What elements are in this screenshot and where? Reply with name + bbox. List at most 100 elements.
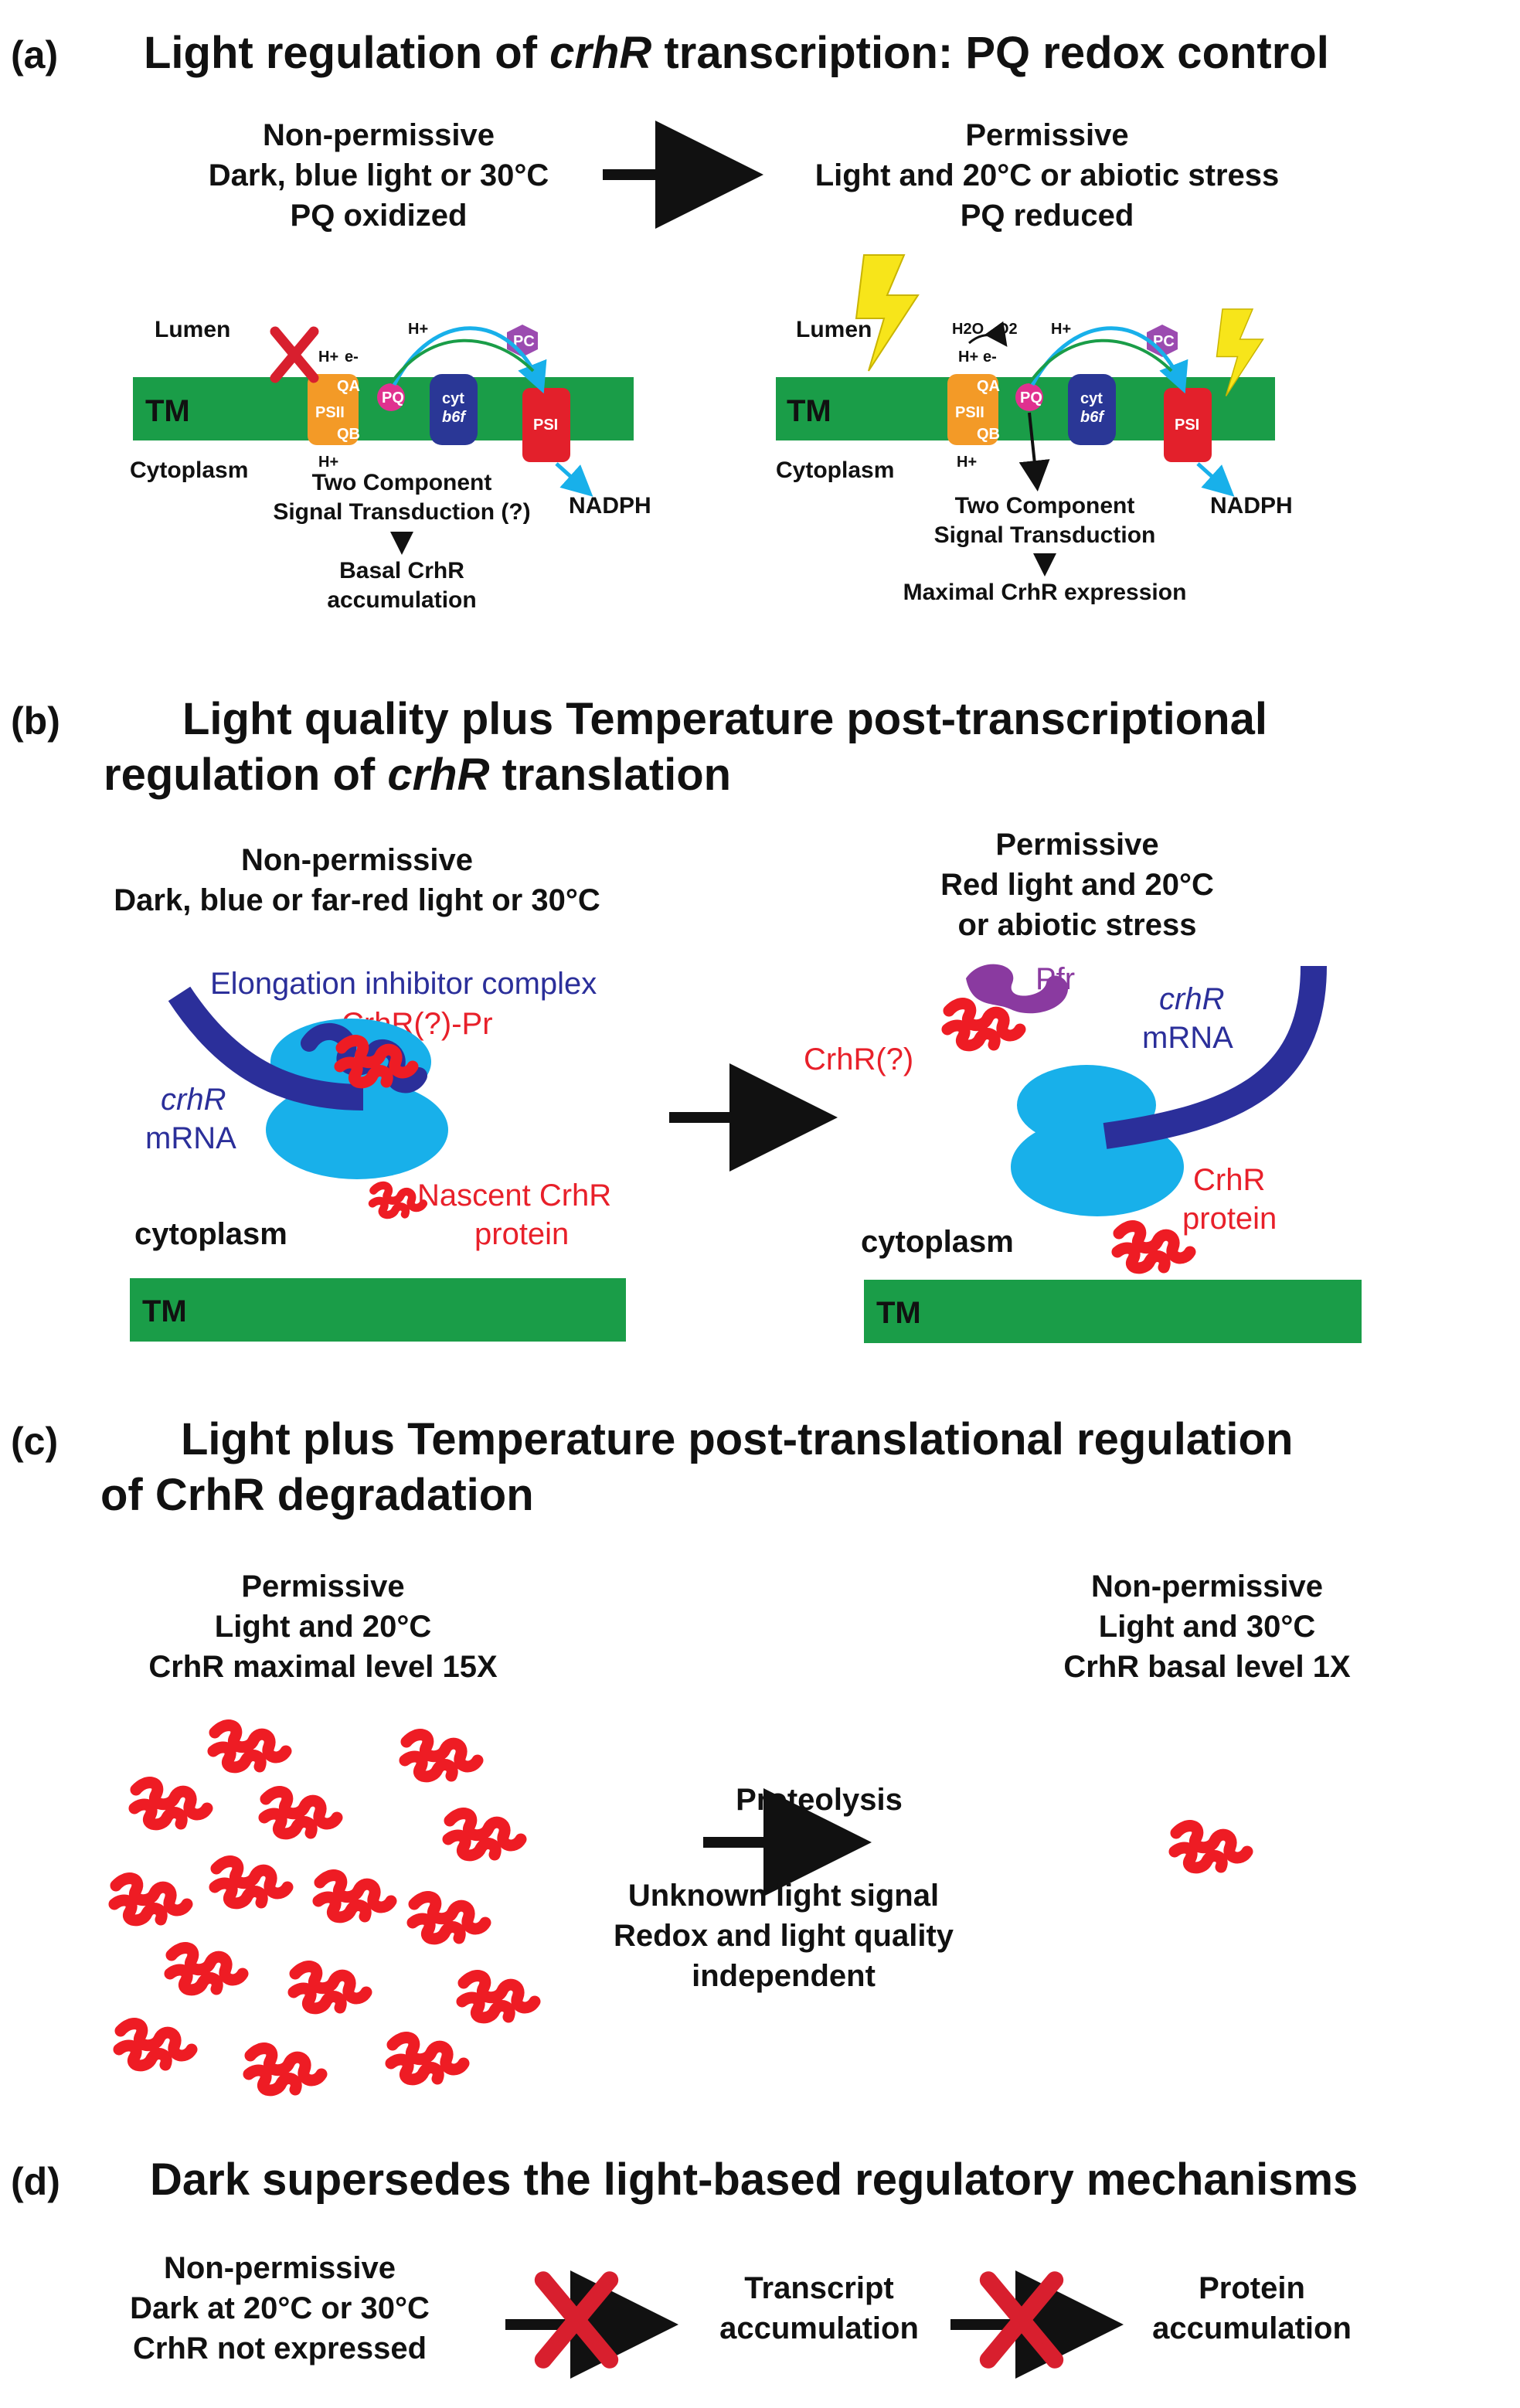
panel-b-right-cond-1: Permissive xyxy=(995,828,1158,862)
crhr-protein-icon xyxy=(213,1726,286,1767)
crhr-protein-icon xyxy=(413,1897,485,1939)
panel-d-label: (d) xyxy=(11,2160,60,2203)
panel-c-label: (c) xyxy=(11,1420,58,1463)
panel-b-label: (b) xyxy=(11,699,60,743)
psi-label: PSI xyxy=(533,417,558,434)
pq-molecule-right xyxy=(1015,383,1043,411)
panel-c-right-cond-3: CrhR basal level 1X xyxy=(1063,1650,1351,1684)
left-result-2: accumulation xyxy=(327,587,476,613)
nadph-label-right: NADPH xyxy=(1210,493,1293,519)
nadph-label: NADPH xyxy=(569,493,651,519)
psii-complex xyxy=(308,374,359,445)
water-split-arrow xyxy=(968,321,1008,347)
panel-c-right-cond-1: Non-permissive xyxy=(1091,1570,1323,1604)
proton-label-cyto: H+ xyxy=(318,454,338,471)
panel-a-label: (a) xyxy=(11,33,58,77)
crhr-mrna-strand-right xyxy=(1103,965,1327,1149)
right-signal-2: Signal Transduction xyxy=(934,522,1156,548)
panel-a-title: Light regulation of crhR transcription: … xyxy=(144,28,1329,78)
panel-a-right-cond-2: Light and 20°C or abiotic stress xyxy=(815,158,1280,192)
proton-label-right: H+ xyxy=(958,349,978,366)
lumen-label: Lumen xyxy=(155,317,230,342)
crhr-q-label: CrhR(?) xyxy=(804,1042,913,1076)
pq-molecule xyxy=(377,383,405,411)
crhr-protein-icon xyxy=(318,1876,391,1917)
mechanism-line-2: Redox and light quality xyxy=(614,1919,954,1953)
cyt-label: cyt xyxy=(442,390,464,407)
proton-label-cyto-right: H+ xyxy=(957,454,977,471)
panel-a-left-cond-2: Dark, blue light or 30°C xyxy=(209,158,549,192)
nascent-label-1: Nascent CrhR xyxy=(417,1178,611,1213)
panel-b-right-scene: Pfr CrhR(?) crhR mRNA CrhR protein cytop… xyxy=(804,962,1362,1343)
crhr-protein-icon xyxy=(294,1967,366,2008)
pq-label: PQ xyxy=(382,389,404,406)
panel-b-left-cond-2: Dark, blue or far-red light or 30°C xyxy=(114,883,600,917)
panel-c-left-cond-3: CrhR maximal level 15X xyxy=(148,1650,498,1684)
psii-label: PSII xyxy=(315,404,345,421)
proton-label: H+ xyxy=(318,349,338,366)
step2-line-1: Protein xyxy=(1199,2271,1305,2305)
panel-d-cond-2: Dark at 20°C or 30°C xyxy=(130,2291,430,2325)
crhr-protein-icon xyxy=(462,1976,535,2018)
electron-flow-arrow-green xyxy=(389,338,535,385)
crhr-protein-icon xyxy=(114,1879,187,1920)
panel-a-right-cond-3: PQ reduced xyxy=(961,199,1134,233)
o2-label: O2 xyxy=(997,321,1018,338)
panel-a-right-membrane: Lumen TM Cytoplasm PSII QA QB H2O O2 H+ … xyxy=(776,254,1293,605)
crhr-protein-icon xyxy=(170,1948,243,1990)
crhr-protein-icon xyxy=(405,1735,478,1777)
panel-b-left-scene: Elongation inhibitor complex CrhR(?)-Pr … xyxy=(130,967,626,1342)
panel-c-right-cond-2: Light and 30°C xyxy=(1099,1610,1315,1644)
thylakoid-membrane-b-right xyxy=(864,1280,1362,1343)
nascent-label-2: protein xyxy=(474,1217,569,1251)
pc-label: PC xyxy=(513,333,535,350)
psi-label-right: PSI xyxy=(1175,417,1199,434)
proton-label-lumen: H+ xyxy=(408,321,428,338)
lumen-label-right: Lumen xyxy=(796,317,872,342)
right-signal-1: Two Component xyxy=(955,493,1135,519)
tm-label-b-left: TM xyxy=(142,1294,187,1328)
blocked-cross-icon xyxy=(275,332,314,378)
cytoplasm-label-b: cytoplasm xyxy=(134,1217,287,1251)
crhr-protein-cluster xyxy=(114,1726,535,2090)
pq-label-right: PQ xyxy=(1020,389,1042,406)
elongation-inhibitor-complex xyxy=(301,1022,427,1093)
panel-b-right-cond-2: Red light and 20°C xyxy=(940,868,1214,902)
nadph-arrow-right xyxy=(1196,462,1235,497)
crhr-protein-icon xyxy=(391,2038,464,2080)
panel-a-left-membrane: Lumen TM Cytoplasm PSII QA QB H+ e- H+ H… xyxy=(130,317,651,613)
panel-c-left-cond-2: Light and 20°C xyxy=(215,1610,431,1644)
crhr-gene-label: crhR xyxy=(161,1083,226,1117)
panel-c: (c) Light plus Temperature post-translat… xyxy=(11,1414,1351,2090)
panel-c-left-cond-1: Permissive xyxy=(241,1570,404,1604)
psii-label-right: PSII xyxy=(955,404,984,421)
h2o-label: H2O xyxy=(952,321,984,338)
crhr-protein-icon xyxy=(448,1814,521,1855)
cyt-label-right: cyt xyxy=(1080,390,1103,407)
panel-d-cond-1: Non-permissive xyxy=(164,2251,396,2285)
panel-c-title-2: of CrhR degradation xyxy=(100,1470,534,1520)
qa-label-right: QA xyxy=(977,378,1000,395)
b6f-label-right: b6f xyxy=(1080,409,1105,426)
panel-d: (d) Dark supersedes the light-based regu… xyxy=(11,2155,1358,2379)
panel-c-title-1: Light plus Temperature post-translationa… xyxy=(181,1414,1293,1464)
pc-label-right: PC xyxy=(1153,333,1175,350)
panel-b-right-cond-3: or abiotic stress xyxy=(957,908,1196,942)
crhr-mrna-strand xyxy=(168,986,364,1110)
panel-a-left-cond-1: Non-permissive xyxy=(263,118,495,152)
pfr-label: Pfr xyxy=(1035,962,1075,996)
panel-a: (a) Light regulation of crhR transcripti… xyxy=(11,28,1329,613)
cytoplasm-label: Cytoplasm xyxy=(130,457,248,483)
cytoplasm-label-right: Cytoplasm xyxy=(776,457,894,483)
proteolysis-label: Proteolysis xyxy=(736,1783,903,1817)
panel-a-right-cond-1: Permissive xyxy=(965,118,1128,152)
left-result-1: Basal CrhR xyxy=(339,558,464,583)
psii-complex-right xyxy=(947,374,998,445)
step1-line-1: Transcript xyxy=(744,2271,893,2305)
proton-label-lumen-right: H+ xyxy=(1051,321,1071,338)
mechanism-line-3: independent xyxy=(692,1959,876,1993)
crhr-protein-label-2: protein xyxy=(1182,1202,1277,1236)
pfr-phytochrome xyxy=(966,964,1069,1014)
qa-label: QA xyxy=(337,378,360,395)
right-result: Maximal CrhR expression xyxy=(903,580,1187,605)
